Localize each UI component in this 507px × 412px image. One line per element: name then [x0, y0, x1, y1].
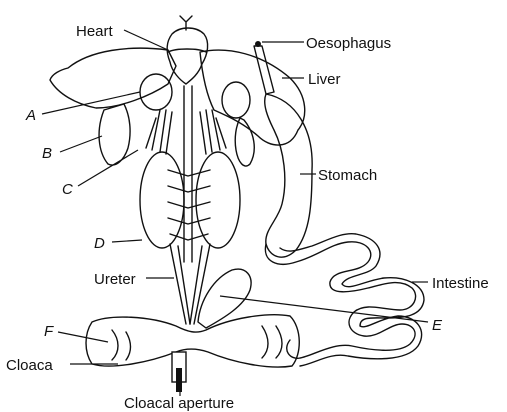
- cloacal-aperture-shape: [172, 352, 186, 392]
- label-intestine: Intestine: [432, 275, 489, 292]
- fat-bodies-shape: [146, 110, 226, 154]
- label-f: F: [44, 323, 54, 340]
- intestine-shape: [265, 242, 415, 358]
- ureters-shape: [170, 244, 210, 324]
- label-d: D: [94, 235, 105, 252]
- oesophagus-shape: [254, 41, 274, 94]
- liver-shape: [50, 48, 305, 145]
- label-a: A: [25, 107, 36, 124]
- kidneys-shape: [140, 152, 240, 248]
- label-liver: Liver: [308, 71, 341, 88]
- dorsal-vessel-shape: [168, 86, 210, 262]
- organ-a-right-lobe: [222, 82, 250, 118]
- label-e: E: [432, 317, 443, 334]
- stomach-shape: [265, 94, 312, 257]
- leader-lines: [42, 30, 428, 396]
- label-cloaca: Cloaca: [6, 357, 53, 374]
- label-heart: Heart: [76, 23, 114, 40]
- label-cloacal-aperture: Cloacal aperture: [124, 395, 234, 412]
- organ-a-shape: [140, 74, 172, 110]
- label-ureter: Ureter: [94, 271, 136, 288]
- label-oesophagus: Oesophagus: [306, 35, 391, 52]
- label-b: B: [42, 145, 52, 162]
- label-stomach: Stomach: [318, 167, 377, 184]
- organ-b-shape: [99, 104, 130, 165]
- label-c: C: [62, 181, 73, 198]
